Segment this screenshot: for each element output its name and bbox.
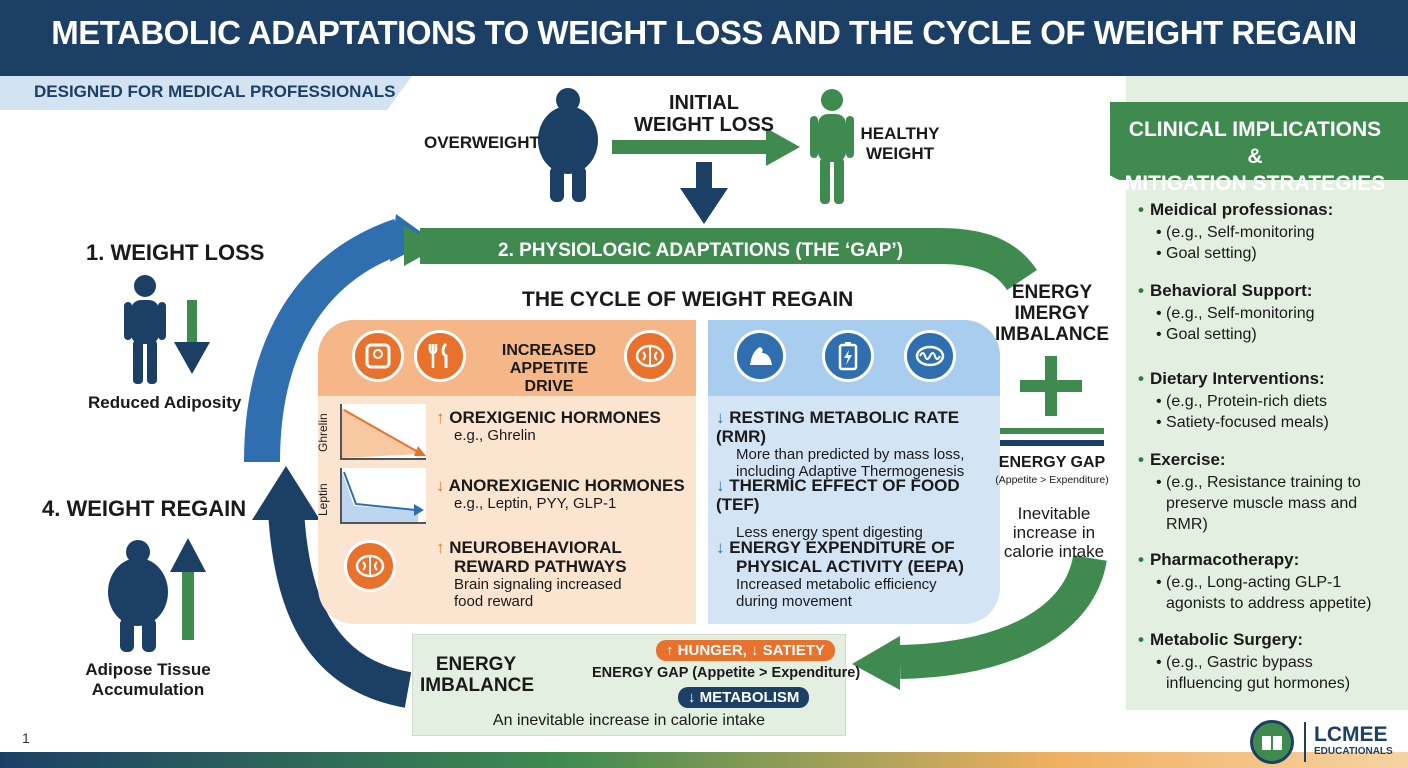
initial-loss-arrow-shaft — [612, 140, 768, 154]
ghrelin-chart — [340, 404, 426, 460]
overweight-figure — [538, 88, 598, 202]
energy-gap-right: ENERGY GAP — [998, 454, 1106, 471]
hunger-pill: ↑ HUNGER, ↓ SATIETY — [656, 640, 835, 661]
initial-loss-arrow-head — [766, 128, 800, 166]
metabolism-pill: ↓ METABOLISM — [678, 687, 810, 708]
battery-icon — [822, 330, 874, 382]
rmr-row: ↓ RESTING METABOLIC RATE (RMR) More than… — [716, 408, 965, 480]
leptin-chart — [340, 468, 426, 524]
bottom-energy-gap: ENERGY GAP (Appetite > Expenditure) — [592, 665, 861, 681]
clinical-panel-title: CLINICAL IMPLICATIONS &MITIGATION STRATE… — [1124, 118, 1386, 195]
side-section-medical: Meidical professionas: • (e.g., Self-mon… — [1138, 200, 1400, 264]
leptin-axis-label: Leptin — [316, 483, 330, 516]
down-arrow-shaft — [696, 162, 712, 188]
healthy-figure — [810, 89, 854, 204]
stage-physiologic: 2. PHYSIOLOGIC ADAPTATIONS (THE ‘GAP’) — [498, 240, 904, 261]
eepa-row: ↓ ENERGY EXPENDITURE OF PHYSICAL ACTIVIT… — [716, 538, 964, 610]
clinical-panel-header — [1110, 102, 1408, 180]
mitochondria-icon — [904, 330, 956, 382]
subtitle-band — [0, 76, 412, 110]
page-title: METABOLIC ADAPTATIONS TO WEIGHT LOSS AND… — [51, 14, 1357, 51]
reduced-adiposity-label: Reduced Adiposity — [88, 393, 242, 412]
footer-bar — [0, 752, 1408, 768]
orexigenic-row: ↑ OREXIGENIC HORMONES e.g., Ghrelin — [436, 408, 661, 444]
ghrelin-axis-label: Ghrelin — [316, 413, 330, 452]
weight-loss-arrow-shaft — [187, 300, 197, 344]
side-section-pharmacotherapy: Pharmacotherapy: • (e.g., Long-acting GL… — [1138, 550, 1400, 614]
reward-row: ↑ NEUROBEHAVIORAL REWARD PATHWAYS Brain … — [436, 538, 627, 610]
brain-icon — [624, 330, 676, 382]
tef-row: ↓ THERMIC EFFECT OF FOOD (TEF) Less ener… — [716, 476, 960, 541]
navy-cycle-arrow — [268, 508, 412, 708]
side-section-behavioral: Behavioral Support: • (e.g., Self-monito… — [1138, 281, 1400, 345]
energy-gap-sub-right: (Appetite > Expenditure) — [995, 474, 1109, 486]
overweight-label: OVERWEIGHT — [424, 133, 540, 152]
side-section-exercise: Exercise: • (e.g., Resistance training t… — [1138, 450, 1400, 535]
weight-regain-figure — [108, 540, 168, 652]
stage-weight-loss: 1. WEIGHT LOSS — [86, 240, 265, 265]
weight-loss-figure — [124, 275, 166, 384]
scale-icon — [352, 330, 404, 382]
equals-top — [1000, 428, 1104, 434]
weight-loss-arrow-head — [174, 342, 210, 374]
plus-vertical — [1045, 356, 1057, 416]
cycle-title: THE CYCLE OF WEIGHT REGAIN — [522, 288, 854, 311]
green-band-tail — [404, 226, 440, 266]
clinical-panel — [1126, 76, 1408, 710]
fork-knife-icon — [414, 330, 466, 382]
down-arrow-head — [680, 188, 728, 224]
bottom-note: An inevitable increase in calorie intake — [492, 712, 766, 729]
brand-subtitle: EDUCATIONALS — [1314, 746, 1393, 757]
header-bar — [0, 0, 1408, 76]
side-section-surgery: Metabolic Surgery: • (e.g., Gastric bypa… — [1138, 630, 1400, 694]
page-number: 1 — [22, 730, 30, 746]
equals-bottom — [1000, 440, 1104, 446]
green-return-arrow — [899, 554, 1107, 679]
stage-weight-regain: 4. WEIGHT REGAIN — [42, 496, 247, 521]
green-cycle-band — [420, 228, 1037, 291]
blue-cycle-arrow — [244, 218, 407, 463]
green-return-arrow-head — [852, 636, 900, 690]
muscle-icon — [734, 330, 786, 382]
navy-cycle-arrow-head — [252, 466, 320, 520]
reward-brain-icon — [344, 540, 396, 592]
weight-regain-arrow-head — [170, 538, 206, 572]
weight-regain-arrow-shaft — [182, 570, 194, 640]
brand-logo-icon — [1250, 720, 1294, 764]
brand-name: LCMEE — [1314, 723, 1388, 746]
page-subtitle: DESIGNED FOR MEDICAL PROFESSIONALS — [34, 82, 396, 101]
side-section-dietary: Dietary Interventions: • (e.g., Protein-… — [1138, 369, 1400, 433]
brand-divider — [1304, 722, 1306, 762]
anorexigenic-row: ↓ ANOREXIGENIC HORMONES e.g., Leptin, PY… — [436, 476, 685, 512]
